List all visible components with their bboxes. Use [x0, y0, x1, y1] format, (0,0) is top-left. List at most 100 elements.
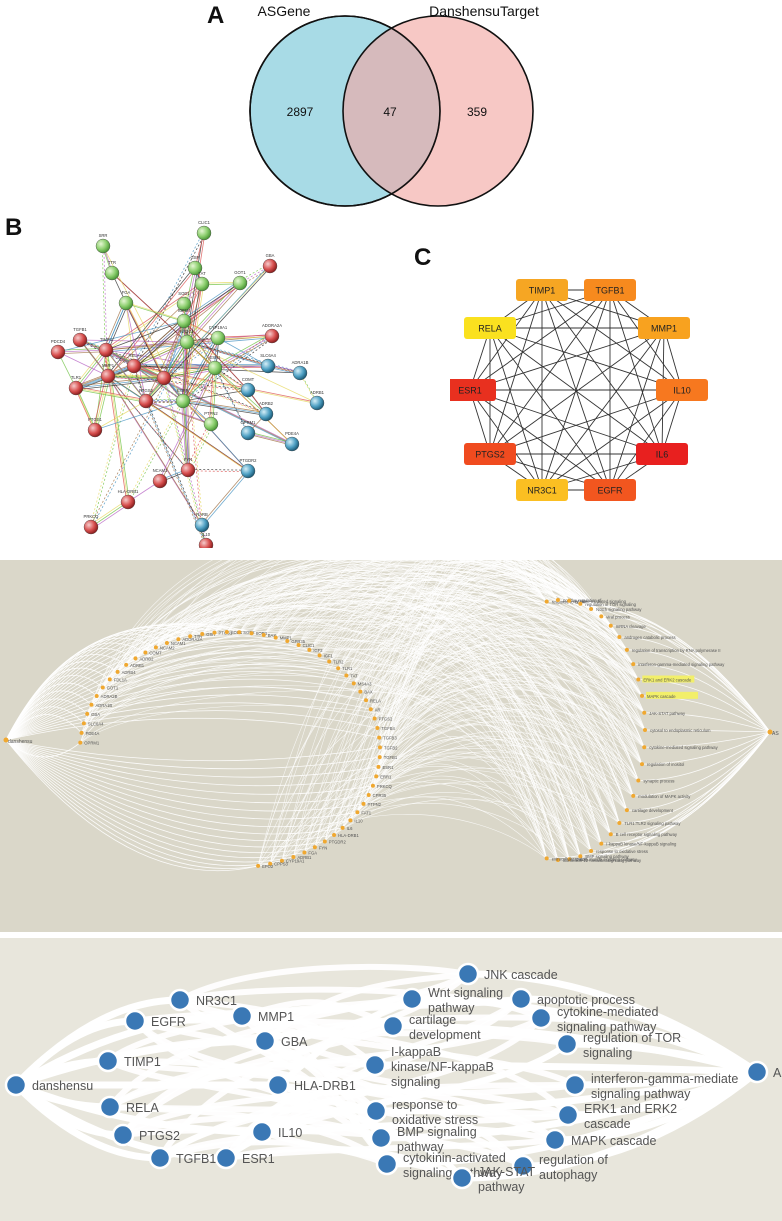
ppi-edge — [163, 337, 219, 379]
d-node-label: cytokine-mediated signaling — [574, 599, 626, 604]
e-node-label: NR3C1 — [196, 994, 237, 1008]
ppi-edge — [75, 387, 147, 402]
ppi-node-label: IL10 — [202, 532, 211, 537]
ppi-node-label: PDE4A — [285, 431, 299, 436]
ppi-node-label: EGFR — [177, 388, 189, 393]
d-edge — [378, 674, 643, 767]
d-node-ncam1: NCAM1 — [164, 640, 186, 646]
d-node-label: ADRB2 — [139, 656, 154, 661]
d-node-label: ADRA1B — [95, 703, 112, 708]
d-edge — [644, 729, 771, 733]
d-node-label: ADRB4 — [122, 670, 137, 675]
d-edge — [145, 578, 581, 857]
ppi-node-label: MMP1 — [102, 363, 115, 368]
d-node-label: CYP19A1 — [286, 859, 305, 864]
hub-edge — [609, 327, 665, 491]
venn-label-right: DanshensuTarget — [429, 3, 539, 19]
d-edge — [379, 686, 646, 748]
ppi-node-esr1: ESR1 — [207, 355, 223, 376]
ppi-node-label: ADRB1 — [310, 390, 325, 395]
ppi-edge — [183, 368, 217, 403]
d-edge — [370, 560, 559, 710]
hub-node-label: RELA — [478, 324, 502, 334]
ppi-edge — [94, 400, 147, 431]
d-node-label: smooth muscle signaling pathway — [574, 857, 638, 862]
d-edge — [5, 717, 380, 741]
ppi-node-label: ADORA2A — [262, 323, 282, 328]
d-edge — [155, 593, 612, 835]
d-node-oprm1: OPRM1 — [78, 740, 100, 746]
d-node-label: BAX — [364, 690, 373, 695]
hub-edge — [489, 327, 543, 491]
ppi-node-label: ESR1 — [210, 355, 222, 360]
d-node-label: regulation of transcription by RNA polym… — [632, 648, 721, 653]
ppi-node-label: ADRB2 — [259, 401, 274, 406]
d-node-regulation-of-inositol: regulation of inositol — [640, 762, 684, 767]
ppi-node-label: TGFB1 — [73, 327, 87, 332]
d-edge — [379, 677, 602, 844]
ppi-node-label: SRR — [99, 233, 108, 238]
ppi-node-fyn: FYN — [180, 457, 196, 478]
hub-node-rela: RELA — [464, 317, 516, 339]
d-edge — [324, 560, 547, 842]
hub-edge — [489, 327, 683, 391]
ppi-node-label: PRKCQ — [84, 514, 100, 519]
d-node-fat1: FAT1 — [355, 810, 372, 815]
ppi-edge — [106, 374, 202, 525]
d-edge — [372, 724, 602, 844]
d-edge — [314, 672, 646, 848]
d-edge — [337, 560, 547, 669]
d-node-interferon-gamma-mediated-signaling-pathway: interferon-gamma-mediated signaling path… — [631, 662, 725, 667]
ppi-node-il6: IL6 — [156, 365, 172, 386]
d-node-label: response to oxidative stress — [596, 849, 648, 854]
d-node-mapk-cascade: MAPK cascade — [640, 691, 699, 699]
d-node-mrna-cleavage: mRNA cleavage — [608, 623, 646, 629]
d-edge — [281, 560, 547, 861]
d-edge — [626, 731, 771, 811]
d-node-label: BMP signaling pathway — [585, 854, 629, 859]
d-node-smooth-muscle-signaling-pathway: smooth muscle signaling pathway — [567, 857, 638, 862]
d-node-label: CPR35 — [373, 793, 387, 798]
d-edge — [5, 739, 381, 762]
d-node-ms4a3: MS4A3 — [351, 681, 372, 686]
d-edge — [368, 621, 639, 796]
ppi-edge — [104, 348, 265, 413]
ppi-node-tlr1: TLR1 — [68, 375, 84, 396]
ppi-node-label: COMT — [242, 377, 255, 382]
ppi-node-label: TIMP1 — [100, 337, 113, 342]
d-node-ncam2: NCAM2 — [153, 645, 175, 650]
ppi-edge — [145, 399, 211, 424]
d-edge — [5, 739, 351, 828]
ppi-node-label: PDCD4 — [51, 339, 66, 344]
ppi-node-label: PTPN2 — [204, 411, 218, 416]
ppi-node-label: OPRM1 — [241, 420, 257, 425]
e-edge — [157, 971, 471, 1160]
d-node-label: SOD1 — [231, 630, 243, 635]
d-edge — [5, 739, 364, 812]
d-edge — [379, 689, 559, 861]
ppi-node-label: FGA — [122, 290, 131, 295]
d-edge — [96, 650, 602, 844]
ppi-edge — [182, 389, 249, 402]
d-node-fyn: FYN — [312, 845, 327, 850]
e-process-apoptotic-process: apoptotic process — [509, 987, 635, 1011]
d-edge — [368, 751, 628, 811]
hub-edge — [489, 389, 683, 455]
ppi-edge — [106, 374, 163, 377]
d-edge — [5, 739, 271, 869]
d-edge — [644, 712, 771, 733]
d-node-label: interleukin-12-mediated signaling pathwa… — [563, 858, 642, 863]
d-node-sod1: SOD1 — [224, 630, 243, 635]
d-edge — [319, 601, 639, 680]
hub-edge — [609, 389, 683, 491]
d-edge — [601, 615, 771, 733]
d-node-label: CPPS3 — [274, 862, 288, 867]
hub-node-nr3c1: NR3C1 — [516, 479, 568, 501]
e-node-label: danshensu — [32, 1079, 93, 1093]
ppi-edge — [132, 232, 204, 366]
hub-node-tgfb1: TGFB1 — [584, 279, 636, 301]
d-node-label: TTR — [194, 634, 202, 639]
